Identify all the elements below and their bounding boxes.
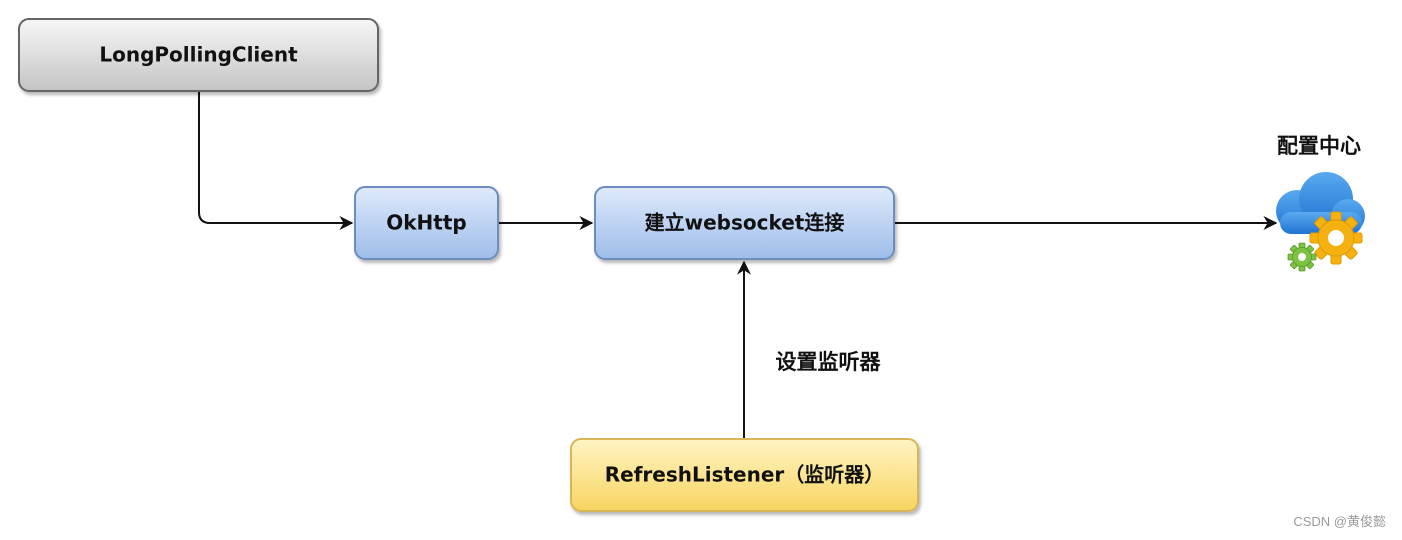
watermark: CSDN @黄俊懿 [1293,514,1386,529]
node-long-polling-client: LongPollingClient [18,18,379,92]
node-okhttp: OkHttp [354,186,499,260]
config-center-label: 配置中心 [1277,134,1361,158]
node-label: LongPollingClient [99,43,298,67]
cloud-gears-icon [1276,172,1365,272]
gear-icon-large [1309,211,1363,265]
node-label: RefreshListener（监听器） [605,463,885,487]
edges [198,91,1278,438]
edge-client-to-okhttp [198,91,354,230]
edge-label-set-listener: 设置监听器 [776,350,882,374]
node-label: OkHttp [386,211,466,235]
node-label: 建立websocket连接 [645,211,845,235]
gear-icon-small [1287,242,1317,272]
node-refresh-listener: RefreshListener（监听器） [570,438,919,512]
node-websocket-connection: 建立websocket连接 [594,186,895,260]
